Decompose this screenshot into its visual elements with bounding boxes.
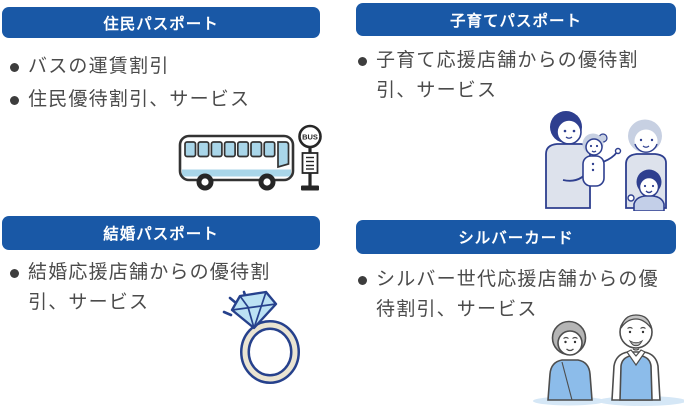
bus-illustration: BUS <box>178 124 326 198</box>
bullet-dot <box>358 57 367 66</box>
bus-sign-label: BUS <box>302 133 318 142</box>
diamond-ring-illustration <box>218 290 314 388</box>
list-item: バスの運賃割引 <box>10 52 320 82</box>
bus-and-bus-stop-icon: BUS <box>178 124 322 191</box>
marriage-passport-header: 結婚パスポート <box>2 216 320 250</box>
resident-passport-header: 住民パスポート <box>2 7 320 38</box>
benefit-text: 住民優待割引、サービス <box>28 89 251 110</box>
childcare-benefit-list: 子育て応援店舗からの優待割引、サービス <box>356 46 676 106</box>
list-item: 住民優待割引、サービス <box>10 85 320 115</box>
elderly-couple-illustration <box>524 306 684 406</box>
benefit-text: バスの運賃割引 <box>28 56 170 77</box>
marriage-benefit-list: 結婚応援店舗からの優待割引、サービス <box>2 258 320 318</box>
silver-card-header: シルバーカード <box>356 220 676 254</box>
silver-benefit-list: シルバー世代応援店舗からの優待割引、サービス <box>356 265 676 325</box>
bullet-dot <box>10 269 19 278</box>
benefit-text: 子育て応援店舗からの優待割引、サービス <box>376 50 639 101</box>
list-item: 子育て応援店舗からの優待割引、サービス <box>358 46 676 106</box>
list-item: 結婚応援店舗からの優待割引、サービス <box>10 258 320 318</box>
childcare-passport-header: 子育てパスポート <box>356 3 676 36</box>
card-silver-card: シルバーカード シルバー世代応援店舗からの優待割引、サービス <box>356 220 676 325</box>
list-item: シルバー世代応援店舗からの優待割引、サービス <box>358 265 676 325</box>
card-childcare-passport: 子育てパスポート 子育て応援店舗からの優待割引、サービス <box>356 3 676 106</box>
card-marriage-passport: 結婚パスポート 結婚応援店舗からの優待割引、サービス <box>2 216 320 318</box>
benefit-text: 結婚応援店舗からの優待割引、サービス <box>28 262 271 313</box>
bullet-dot <box>358 276 367 285</box>
elderly-couple-icon <box>533 314 684 406</box>
bullet-dot <box>10 96 19 105</box>
card-resident-passport: 住民パスポート バスの運賃割引 住民優待割引、サービス <box>2 7 320 115</box>
family-illustration <box>533 108 683 211</box>
resident-benefit-list: バスの運賃割引 住民優待割引、サービス <box>2 52 320 115</box>
bullet-dot <box>10 63 19 72</box>
benefit-text: シルバー世代応援店舗からの優待割引、サービス <box>376 269 659 320</box>
family-icon <box>545 111 667 211</box>
diamond-ring-icon <box>222 290 300 384</box>
